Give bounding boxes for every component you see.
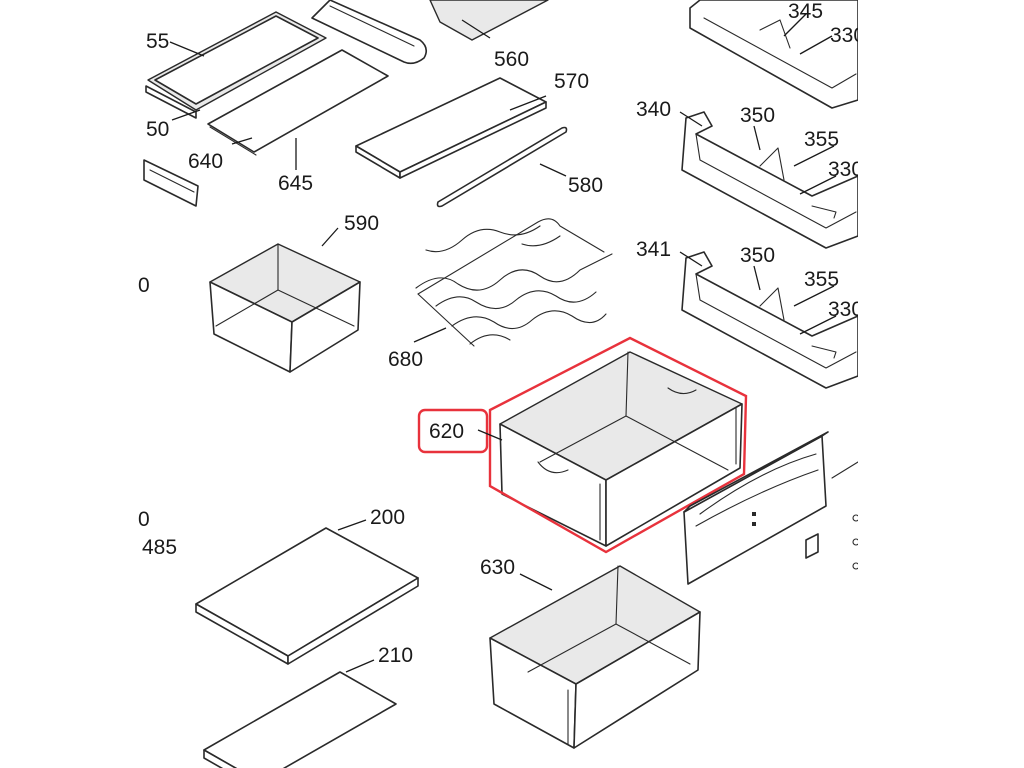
label-355-mid: 355 xyxy=(804,128,839,151)
label-345: 345 xyxy=(788,0,823,23)
crisper-box-part-590[interactable] xyxy=(209,243,361,373)
bottle-rack-part-680[interactable] xyxy=(415,218,613,347)
label-620: 620 xyxy=(429,420,464,443)
callout-labels: 55 50 640 645 560 570 580 590 680 620 63… xyxy=(138,0,865,667)
label-645: 645 xyxy=(278,172,313,195)
label-570: 570 xyxy=(554,70,589,93)
label-330-low: 330 xyxy=(828,298,863,321)
label-485: 485 xyxy=(142,536,177,559)
door-bin-part-341[interactable] xyxy=(681,251,859,389)
trim-strip[interactable] xyxy=(311,0,428,65)
glass-shelf-part-570[interactable] xyxy=(355,77,547,179)
label-560: 560 xyxy=(494,48,529,71)
label-200: 200 xyxy=(370,506,405,529)
glass-plate-part-200[interactable] xyxy=(195,527,419,665)
label-cut-0-lower: 0 xyxy=(138,508,150,531)
label-341: 341 xyxy=(636,238,671,261)
label-210: 210 xyxy=(378,644,413,667)
label-630: 630 xyxy=(480,556,515,579)
highlight-frame-620 xyxy=(417,336,748,554)
label-640: 640 xyxy=(188,150,223,173)
glass-plate-part-210[interactable] xyxy=(203,671,397,768)
leader-lines xyxy=(169,13,837,673)
label-580: 580 xyxy=(568,174,603,197)
label-cut-0-upper: 0 xyxy=(138,274,150,297)
label-330-top: 330 xyxy=(830,24,865,47)
shelf-part-55[interactable] xyxy=(145,11,327,119)
door-bin-top[interactable] xyxy=(689,0,859,109)
label-350-mid: 350 xyxy=(740,104,775,127)
label-340: 340 xyxy=(636,98,671,121)
label-590: 590 xyxy=(344,212,379,235)
door-bin-part-340[interactable] xyxy=(681,111,859,249)
label-330-mid: 330 xyxy=(828,158,863,181)
label-55: 55 xyxy=(146,30,169,53)
label-680: 680 xyxy=(388,348,423,371)
trim-strip-part-580[interactable] xyxy=(436,126,568,208)
label-350-low: 350 xyxy=(740,244,775,267)
drawer-part-620[interactable] xyxy=(499,351,743,547)
label-50: 50 xyxy=(146,118,169,141)
side-rail[interactable] xyxy=(143,159,199,207)
shelf-part-560[interactable] xyxy=(429,0,549,41)
drawer-front-panel[interactable] xyxy=(683,431,860,585)
label-355-low: 355 xyxy=(804,268,839,291)
right-margin xyxy=(858,0,1024,768)
drawer-part-630[interactable] xyxy=(489,565,701,749)
